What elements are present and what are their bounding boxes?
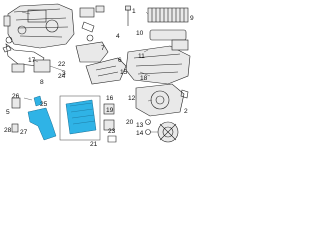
evaporator-pipes <box>27 95 57 141</box>
blower-motor <box>157 121 179 143</box>
callout-5: 5 <box>6 109 10 116</box>
callout-26: 26 <box>12 93 20 100</box>
blower-housing-upper <box>125 39 191 85</box>
callout-28: 28 <box>4 127 12 134</box>
callout-11: 11 <box>138 53 145 60</box>
parts-diagram: 1 2 3 4 5 6 7 8 9 10 11 12 13 14 15 16 1… <box>2 3 194 147</box>
filter-cover <box>149 29 187 41</box>
callout-13: 13 <box>136 122 144 129</box>
callout-4: 4 <box>116 33 120 40</box>
callout-2: 2 <box>184 108 188 115</box>
evaporator-core <box>59 95 101 141</box>
callout-6: 6 <box>118 57 122 64</box>
callout-3: 3 <box>62 70 66 77</box>
screw-top <box>125 5 131 26</box>
sensor-parts <box>11 97 117 143</box>
callout-23: 23 <box>108 128 116 135</box>
cabin-air-filter <box>147 7 189 23</box>
callout-7: 7 <box>101 45 105 52</box>
leader-lines <box>21 11 158 133</box>
blower-case-lower <box>135 83 185 117</box>
hvac-case-assembly <box>5 3 75 67</box>
callout-25: 25 <box>40 101 48 108</box>
callout-17: 17 <box>28 57 36 64</box>
callouts: 1 2 3 4 5 6 7 8 9 10 11 12 13 14 15 16 1… <box>4 8 194 147</box>
callout-27: 27 <box>20 129 28 136</box>
callout-22: 22 <box>58 61 66 68</box>
duct-center <box>85 57 127 85</box>
callout-9: 9 <box>190 15 194 22</box>
connector-block <box>11 59 51 73</box>
callout-8: 8 <box>40 79 44 86</box>
callout-18: 18 <box>140 75 148 82</box>
callout-24: 24 <box>58 73 66 80</box>
callout-14: 14 <box>136 130 144 137</box>
callout-1: 1 <box>132 8 136 15</box>
left-small-parts <box>2 15 13 53</box>
callout-21: 21 <box>90 141 98 147</box>
callout-20: 20 <box>126 119 134 126</box>
callout-16: 16 <box>106 95 114 102</box>
callout-19: 19 <box>106 107 114 114</box>
actuator-parts <box>75 5 109 63</box>
callout-10: 10 <box>136 30 144 37</box>
callout-15: 15 <box>120 69 128 76</box>
callout-12: 12 <box>128 95 136 102</box>
